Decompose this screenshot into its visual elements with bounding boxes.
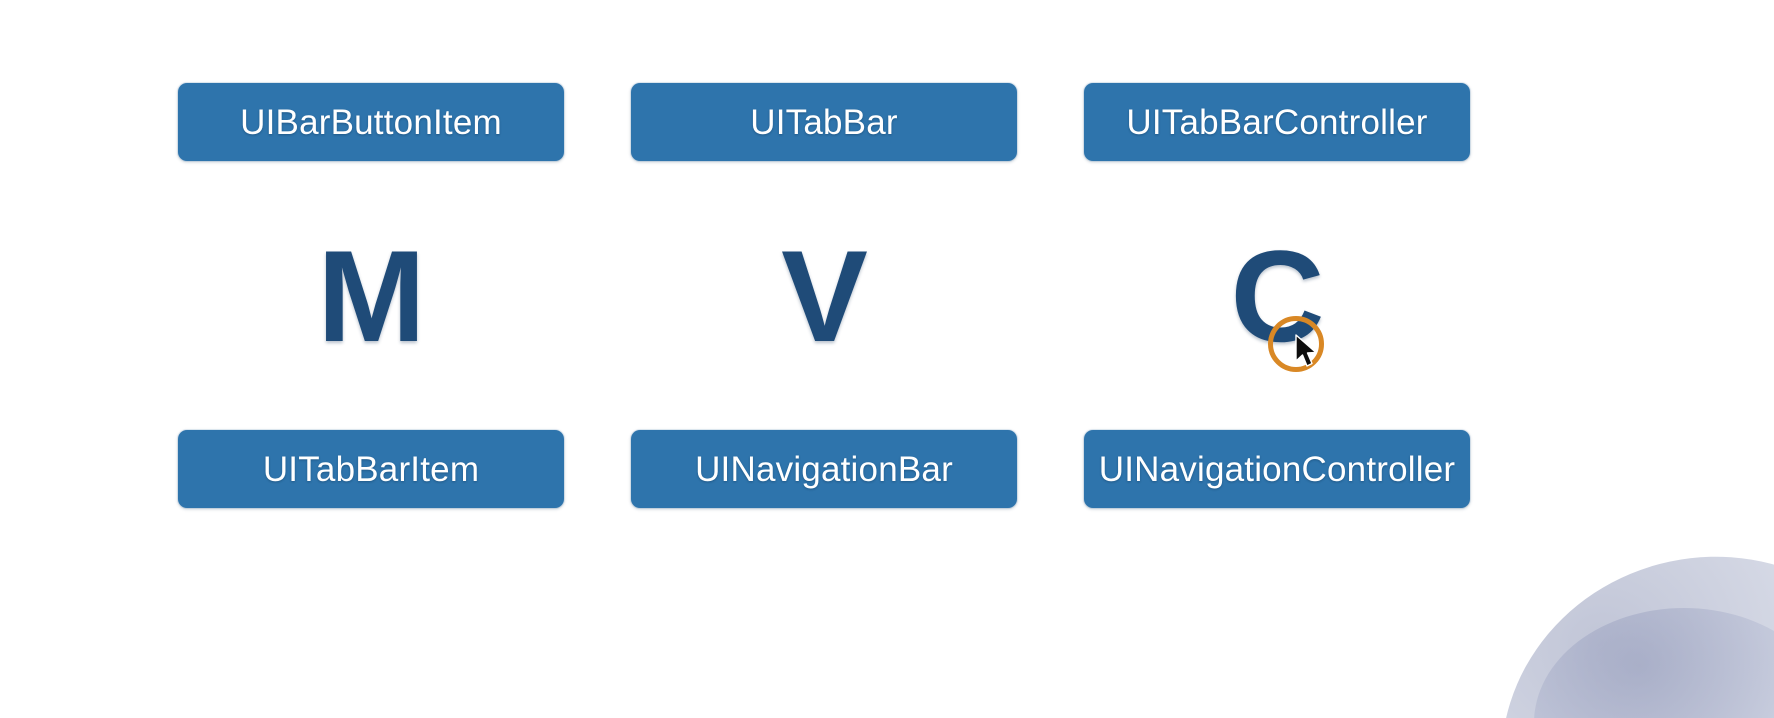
column-controller-bottom: UINavigationController bbox=[1084, 430, 1470, 508]
node-uinavigationcontroller[interactable]: UINavigationController bbox=[1084, 430, 1470, 508]
node-uitabbaritem[interactable]: UITabBarItem bbox=[178, 430, 564, 508]
column-view-letter: V bbox=[631, 231, 1017, 361]
decorative-corner-swoosh bbox=[1464, 517, 1774, 718]
node-uitabbarcontroller[interactable]: UITabBarController bbox=[1084, 83, 1470, 161]
bottom-node-row: UITabBarItem UINavigationBar UINavigatio… bbox=[178, 430, 1470, 508]
letter-v: V bbox=[781, 222, 868, 369]
column-model-letter: M bbox=[178, 231, 564, 361]
node-label: UIBarButtonItem bbox=[240, 102, 502, 142]
node-uinavigationbar[interactable]: UINavigationBar bbox=[631, 430, 1017, 508]
node-label: UITabBarController bbox=[1126, 102, 1428, 142]
node-label: UITabBarItem bbox=[262, 449, 480, 489]
top-node-row: UIBarButtonItem UITabBar UITabBarControl… bbox=[178, 83, 1470, 161]
letter-c: C bbox=[1230, 222, 1325, 369]
node-uibarbuttonitem[interactable]: UIBarButtonItem bbox=[178, 83, 564, 161]
node-label: UINavigationBar bbox=[695, 449, 953, 489]
column-model-top: UIBarButtonItem bbox=[178, 83, 564, 161]
node-uitabbar[interactable]: UITabBar bbox=[631, 83, 1017, 161]
column-view-top: UITabBar bbox=[631, 83, 1017, 161]
letter-m: M bbox=[317, 222, 425, 369]
mvc-letters-row: M V C bbox=[178, 231, 1470, 361]
node-label: UINavigationController bbox=[1098, 449, 1456, 489]
decorative-corner-swoosh-secondary bbox=[1534, 608, 1774, 718]
column-view-bottom: UINavigationBar bbox=[631, 430, 1017, 508]
mvc-diagram: UIBarButtonItem UITabBar UITabBarControl… bbox=[178, 83, 1470, 508]
column-controller-top: UITabBarController bbox=[1084, 83, 1470, 161]
node-label: UITabBar bbox=[750, 102, 898, 142]
column-controller-letter: C bbox=[1084, 231, 1470, 361]
column-model-bottom: UITabBarItem bbox=[178, 430, 564, 508]
